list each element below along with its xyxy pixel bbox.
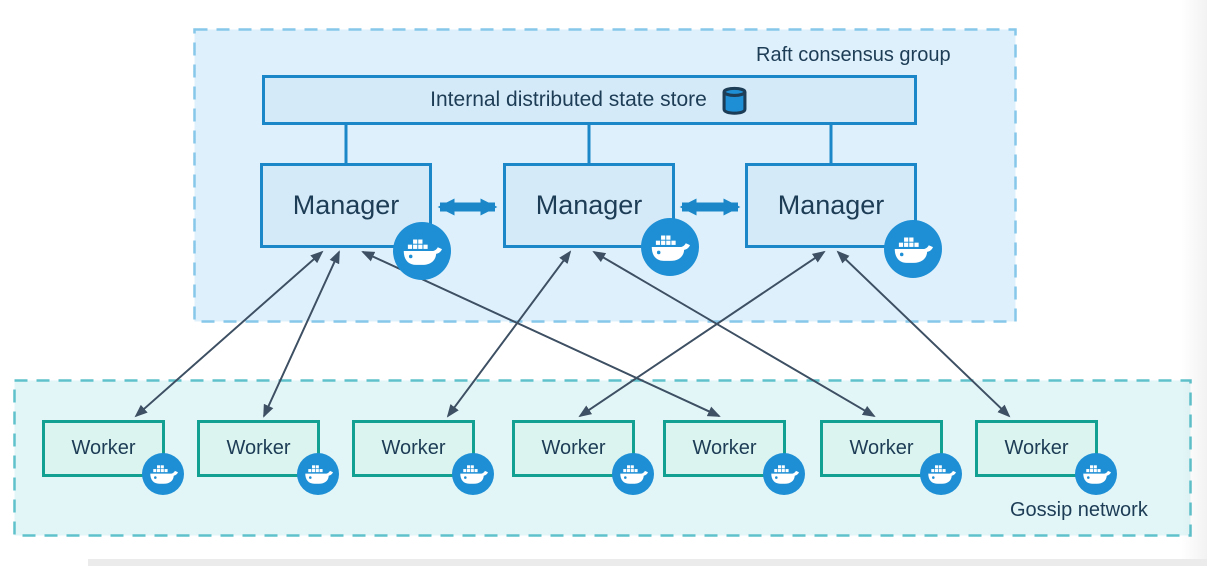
database-cylinder-icon bbox=[720, 85, 749, 116]
worker-2-label: Worker bbox=[226, 437, 291, 459]
worker-node-2: Worker bbox=[197, 420, 320, 477]
docker-whale-icon bbox=[641, 218, 699, 276]
docker-whale-icon bbox=[763, 453, 805, 495]
docker-whale-icon bbox=[884, 220, 942, 278]
worker-5-label: Worker bbox=[692, 437, 757, 459]
worker-node-6: Worker bbox=[820, 420, 943, 477]
page-edge-shadow bbox=[1181, 0, 1207, 566]
manager-1-label: Manager bbox=[292, 190, 400, 220]
raft-group-label: Raft consensus group bbox=[756, 44, 951, 66]
docker-whale-icon bbox=[142, 453, 184, 495]
docker-whale-icon bbox=[612, 453, 654, 495]
worker-1-label: Worker bbox=[71, 437, 136, 459]
page-bottom-border bbox=[88, 559, 1207, 566]
state-store-label: Internal distributed state store bbox=[430, 88, 707, 111]
worker-node-3: Worker bbox=[352, 420, 475, 477]
docker-whale-icon bbox=[1075, 453, 1117, 495]
gossip-network-label: Gossip network bbox=[1010, 499, 1148, 521]
worker-node-4: Worker bbox=[512, 420, 635, 477]
worker-7-label: Worker bbox=[1004, 437, 1069, 459]
state-store-node: Internal distributed state store bbox=[262, 75, 917, 125]
docker-whale-icon bbox=[393, 222, 451, 280]
docker-whale-icon bbox=[920, 453, 962, 495]
manager-2-label: Manager bbox=[535, 190, 643, 220]
worker-4-label: Worker bbox=[541, 437, 606, 459]
worker-3-label: Worker bbox=[381, 437, 446, 459]
worker-6-label: Worker bbox=[849, 437, 914, 459]
docker-whale-icon bbox=[297, 453, 339, 495]
manager-3-label: Manager bbox=[777, 190, 885, 220]
docker-whale-icon bbox=[452, 453, 494, 495]
